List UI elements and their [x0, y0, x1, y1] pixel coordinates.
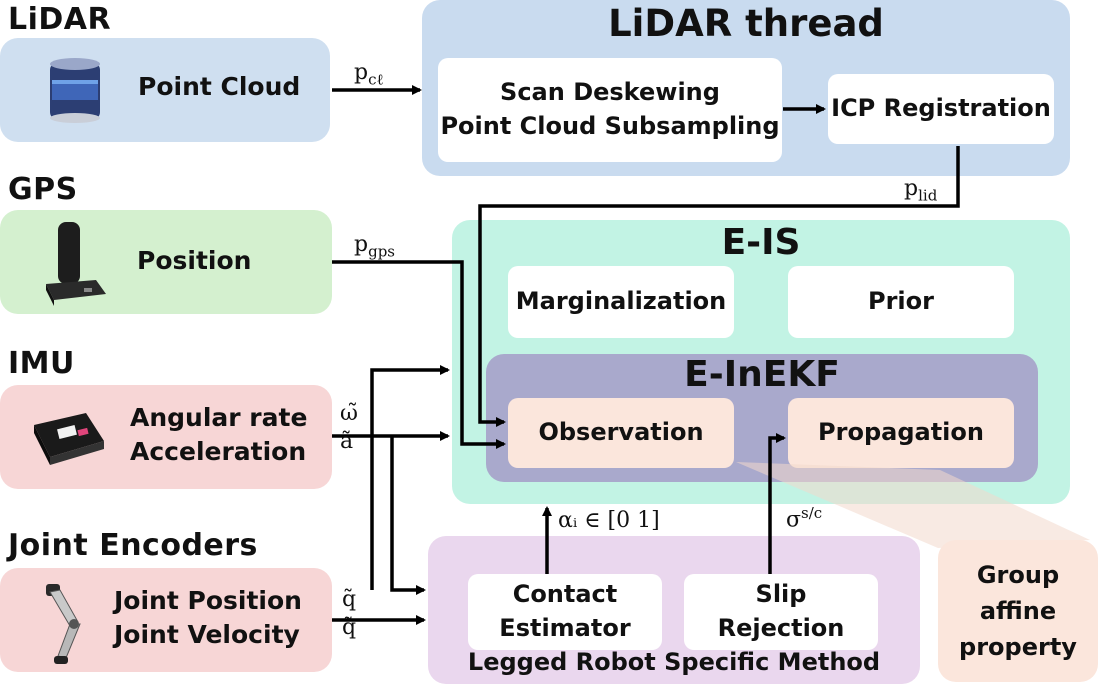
prior-box: Prior: [788, 266, 1014, 338]
imu-board-icon: [28, 407, 108, 475]
group-affine-callout: Group affine property: [938, 540, 1098, 682]
einekf-title: E-InEKF: [684, 354, 840, 395]
p-gps-signal: pgps: [354, 232, 395, 261]
acceleration-label: Acceleration: [130, 436, 307, 466]
alpha-signal: αᵢ ∈ [0 1]: [558, 508, 660, 533]
slip-label: Slip: [755, 580, 807, 609]
joint-velocity-label: Joint Velocity: [114, 619, 300, 649]
point-cloud-subsampling-label: Point Cloud Subsampling: [440, 112, 780, 140]
point-cloud-label: Point Cloud: [138, 72, 301, 101]
imu-sensor-panel: Angular rate Acceleration: [0, 385, 332, 489]
marginalization-box: Marginalization: [508, 266, 734, 338]
arrow-imu-to-legged: [390, 436, 426, 595]
observation-box: Observation: [508, 398, 734, 468]
slip-rejection-box: Slip Rejection: [684, 574, 878, 650]
affine-label: affine: [979, 597, 1057, 625]
imu-sensor-title: IMU: [8, 346, 75, 381]
q-tilde-signal: q̃: [342, 587, 357, 612]
icp-registration-box: ICP Registration: [828, 74, 1054, 144]
rejection-label: Rejection: [717, 614, 845, 642]
encoder-output-label: Joint Position Joint Velocity: [114, 584, 302, 652]
joint-encoders-panel: Joint Position Joint Velocity: [0, 568, 332, 672]
gps-sensor-title: GPS: [8, 172, 78, 207]
omega-tilde-signal: ω̃: [340, 401, 358, 426]
scan-deskewing-box: Scan Deskewing Point Cloud Subsampling: [438, 58, 782, 162]
group-label: Group: [976, 561, 1060, 589]
estimator-label: Estimator: [499, 614, 631, 642]
property-label: property: [959, 633, 1077, 661]
angular-rate-label: Angular rate: [130, 403, 308, 432]
joint-encoders-title: Joint Encoders: [8, 528, 258, 563]
eis-title: E-IS: [721, 222, 801, 263]
p-cl-signal: pcℓ: [354, 60, 384, 89]
imu-output-label: Angular rate Acceleration: [130, 401, 307, 469]
lidar-sensor-icon: [40, 56, 110, 130]
gps-receiver-icon: [40, 216, 110, 312]
sigma-signal: σs/c: [786, 504, 823, 533]
encoder-signals: q̃ q̃̇: [342, 586, 356, 641]
einekf-panel: E-InEKF Observation Propagation: [486, 354, 1038, 482]
lidar-sensor-panel: Point Cloud: [0, 38, 330, 142]
gps-sensor-panel: Position: [0, 210, 332, 314]
accel-tilde-signal: ã: [340, 428, 354, 454]
legged-method-title: Legged Robot Specific Method: [467, 648, 881, 676]
q-dot-tilde-signal: q̃̇: [342, 614, 357, 640]
scan-deskewing-label: Scan Deskewing: [500, 78, 720, 107]
legged-method-panel: Contact Estimator Slip Rejection Legged …: [428, 536, 920, 684]
imu-signals: ω̃ ã: [340, 400, 358, 455]
p-lid-signal: plid: [904, 176, 938, 205]
contact-estimator-box: Contact Estimator: [468, 574, 662, 650]
contact-label: Contact: [512, 580, 618, 609]
robot-leg-icon: [36, 578, 96, 672]
joint-position-label: Joint Position: [114, 586, 302, 615]
propagation-box: Propagation: [788, 398, 1014, 468]
lidar-thread-title: LiDAR thread: [608, 2, 884, 45]
lidar-sensor-title: LiDAR: [8, 2, 112, 37]
position-label: Position: [137, 246, 252, 275]
lidar-thread-panel: LiDAR thread Scan Deskewing Point Cloud …: [422, 0, 1070, 176]
